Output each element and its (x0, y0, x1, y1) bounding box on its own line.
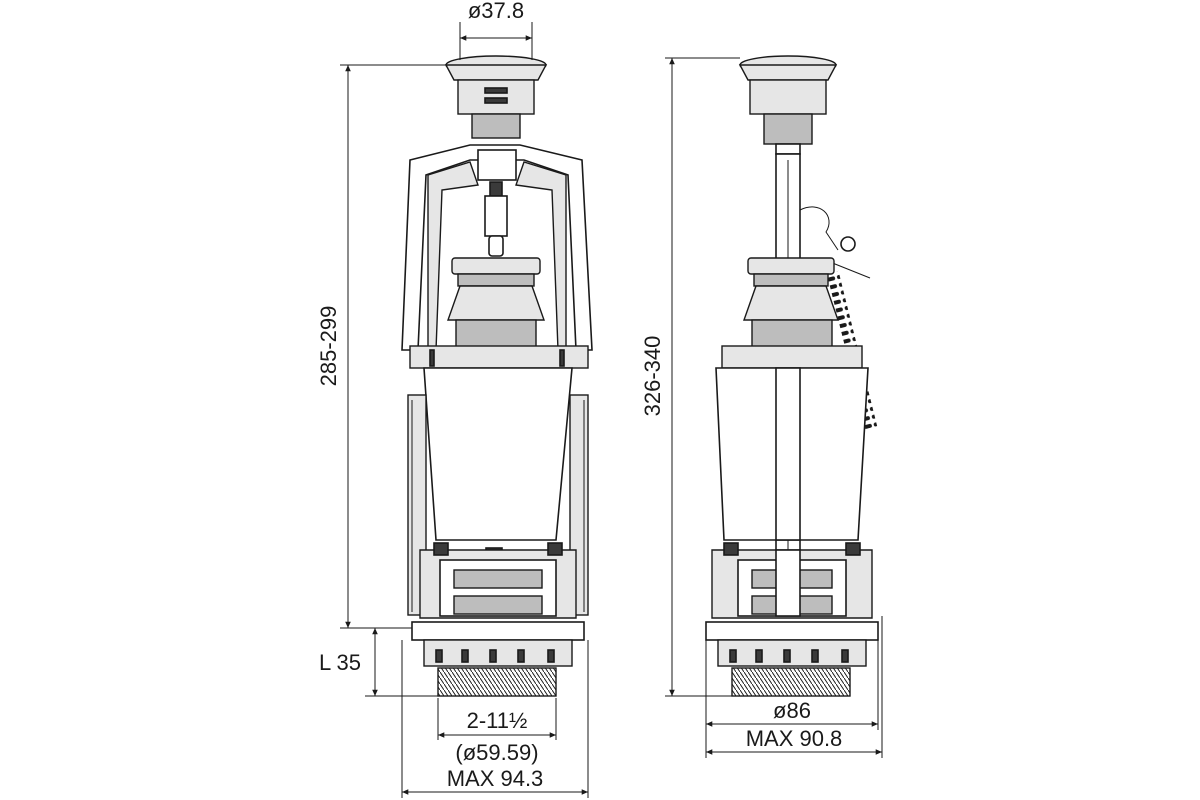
push-button (444, 55, 548, 139)
float-head-side (743, 257, 839, 349)
button-diameter-label: ø37.8 (468, 0, 524, 23)
thread (437, 667, 557, 697)
base-flange (411, 621, 585, 667)
thread-diameter-label: (ø59.59) (455, 740, 538, 765)
push-button-side (738, 55, 838, 155)
float-head (447, 257, 545, 349)
thread-size-label: 2-11½ (467, 708, 528, 733)
valve-body (407, 345, 589, 616)
base-flange-side (705, 621, 879, 667)
base-diameter-label: ø86 (773, 698, 811, 723)
lower-cage-side (711, 542, 873, 619)
l-length-label: L 35 (319, 650, 361, 675)
front-view (401, 55, 593, 697)
max-width-right-label: MAX 90.8 (746, 726, 843, 751)
height-left-label: 285-299 (316, 306, 341, 387)
dimension-lines (340, 22, 883, 798)
valve-body-side (715, 345, 869, 541)
lower-cage (419, 542, 577, 619)
max-width-left-label: MAX 94.3 (447, 766, 544, 791)
side-view (705, 55, 879, 697)
thread-side (731, 667, 851, 697)
height-right-label: 326-340 (640, 336, 665, 417)
